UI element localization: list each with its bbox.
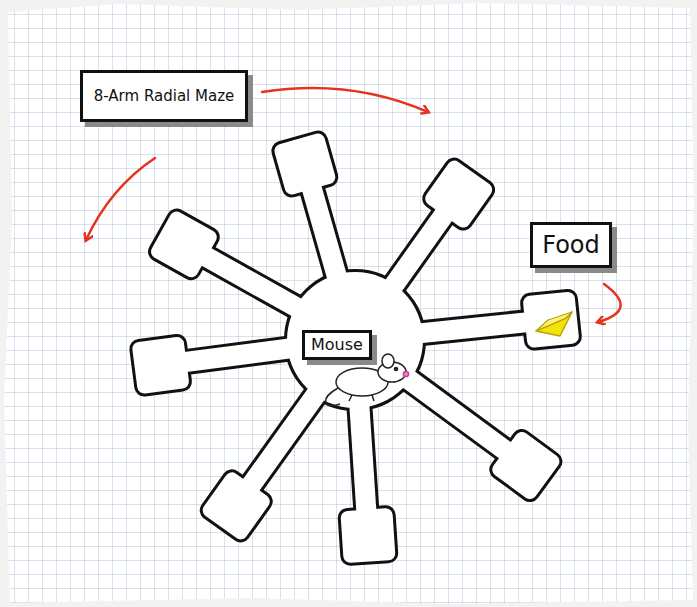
cheese bbox=[536, 312, 572, 336]
box-label: 8-Arm Radial Maze bbox=[94, 88, 235, 105]
graph-paper bbox=[4, 3, 694, 604]
pointer-arrows bbox=[86, 88, 621, 322]
box-label: Food bbox=[542, 232, 600, 258]
box-label: Mouse bbox=[311, 336, 363, 354]
radial-maze bbox=[132, 132, 580, 563]
label-box: Mouse bbox=[302, 330, 372, 360]
title-box: 8-Arm Radial Maze bbox=[80, 70, 248, 122]
label-box: Food bbox=[530, 222, 612, 268]
mouse-sketch bbox=[325, 354, 408, 406]
